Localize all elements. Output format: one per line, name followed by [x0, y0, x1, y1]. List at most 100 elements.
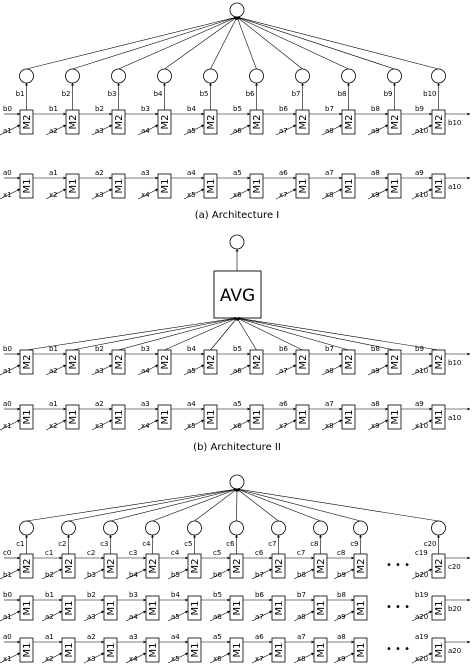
m1-bottom-input-label: x1 — [3, 655, 12, 663]
m2-recurrent-label: b2 — [95, 345, 104, 353]
m2-input-label: a6 — [233, 127, 242, 135]
m2-recurrent-label: b9 — [415, 105, 424, 113]
intermediate-label: b4 — [154, 90, 163, 98]
m1-bottom-recurrent-label: a2 — [87, 633, 96, 641]
m1-input-arrow — [321, 188, 343, 200]
ellipsis: • • • — [386, 644, 410, 655]
m2-module — [157, 349, 172, 375]
m2-input-label: b6 — [213, 571, 222, 579]
m1-input-label: x1 — [3, 422, 12, 430]
m2-module — [249, 109, 264, 135]
m1-recurrent-label: a0 — [3, 400, 12, 408]
m2-input-arrow — [275, 364, 297, 376]
m1-mid-recurrent-label: b2 — [87, 591, 96, 599]
m1-mid-input-arrow — [167, 610, 189, 622]
m2-input-label: b8 — [297, 571, 306, 579]
m1-bottom-input-arrow — [0, 652, 21, 664]
m1-bottom-input-arrow — [209, 652, 231, 664]
m1-module-label: M1 — [68, 410, 79, 425]
m1-bottom-input-label: x5 — [171, 655, 180, 663]
m1-input-arrow — [321, 419, 343, 431]
m2-module — [431, 349, 446, 375]
m1-input-label: x3 — [95, 191, 104, 199]
m1-mid-module — [19, 595, 34, 621]
m2-input-label: b4 — [129, 571, 138, 579]
m2-module-label: M2 — [22, 355, 33, 370]
m1-bottom-input-arrow — [293, 652, 315, 664]
m1-input-arrow — [91, 188, 113, 200]
m1-module-label: M1 — [434, 410, 445, 425]
m1-input-label: x6 — [233, 191, 242, 199]
m2-module — [103, 553, 118, 579]
m2-module — [353, 553, 368, 579]
m1-module — [203, 173, 218, 199]
aggregation-edge — [236, 488, 279, 522]
m1-mid-recurrent-label: b4 — [171, 591, 180, 599]
m2-recurrent-label: b9 — [415, 345, 424, 353]
m2-input-label: b9 — [337, 571, 346, 579]
m1-recurrent-label: a1 — [49, 169, 58, 177]
m1-input-arrow — [411, 188, 433, 200]
m2-input-arrow — [367, 364, 389, 376]
intermediate-node — [65, 68, 80, 84]
m1-mid-recurrent-label: b6 — [255, 591, 264, 599]
m2-recurrent-label: b0 — [3, 105, 12, 113]
m2-input-label: a4 — [141, 127, 150, 135]
intermediate-label: c5 — [184, 540, 192, 548]
m2-module-label: M2 — [390, 355, 401, 370]
m1-bottom-input-arrow — [411, 652, 433, 664]
m1-mid-module — [313, 595, 328, 621]
m1-bottom-module — [187, 637, 202, 663]
aggregation-edge — [236, 16, 303, 70]
m2-recurrent-label: b1 — [49, 105, 58, 113]
m1-output-label: a10 — [448, 414, 461, 422]
m2-input-label: a9 — [371, 127, 380, 135]
m1-bottom-input-arrow — [333, 652, 355, 664]
m2-input-label: a10 — [415, 127, 428, 135]
m1-mid-recurrent-label: b5 — [213, 591, 222, 599]
intermediate-node — [203, 68, 218, 84]
avg-input-edge — [164, 317, 238, 351]
m1-input-label: x10 — [415, 422, 428, 430]
m2-recurrent-label: c8 — [337, 549, 345, 557]
m1-module — [157, 173, 172, 199]
m2-input-label: b3 — [87, 571, 96, 579]
m1-mid-input-label: a5 — [171, 613, 180, 621]
m1-mid-input-label: a9 — [337, 613, 346, 621]
m2-input-label: a9 — [371, 367, 380, 375]
m1-mid-recurrent-label: b19 — [415, 591, 428, 599]
m2-input-arrow — [229, 364, 251, 376]
m1-module-label: M1 — [160, 410, 171, 425]
m1-module-label: M1 — [390, 179, 401, 194]
intermediate-label: b8 — [338, 90, 347, 98]
m1-mid-module-label: M1 — [316, 601, 327, 616]
m2-module — [19, 553, 34, 579]
m2-module — [61, 553, 76, 579]
m1-module — [157, 404, 172, 430]
intermediate-node — [295, 68, 310, 84]
m2-module — [341, 349, 356, 375]
m1-bottom-input-arrow — [83, 652, 105, 664]
m2-recurrent-label: b7 — [325, 345, 334, 353]
m1-input-label: x1 — [3, 191, 12, 199]
m2-module-label: M2 — [148, 559, 159, 574]
m2-input-arrow — [91, 364, 113, 376]
m1-input-label: x5 — [187, 422, 196, 430]
m2-recurrent-label: c0 — [3, 549, 11, 557]
m2-input-arrow — [137, 364, 159, 376]
m1-recurrent-label: a2 — [95, 169, 104, 177]
m2-input-label: a1 — [3, 367, 12, 375]
intermediate-label: c7 — [268, 540, 276, 548]
m2-input-label: a7 — [279, 127, 288, 135]
aggregation-edge — [68, 488, 238, 522]
m1-mid-input-arrow — [411, 610, 433, 622]
avg-input-edge — [236, 317, 303, 351]
m1-mid-module-label: M1 — [106, 601, 117, 616]
m2-input-label: a2 — [49, 127, 58, 135]
m2-input-arrow — [411, 124, 433, 136]
intermediate-node — [387, 68, 402, 84]
aggregation-edge — [236, 487, 439, 522]
intermediate-node — [19, 68, 34, 84]
m2-module — [341, 109, 356, 135]
m2-module-label: M2 — [68, 355, 79, 370]
